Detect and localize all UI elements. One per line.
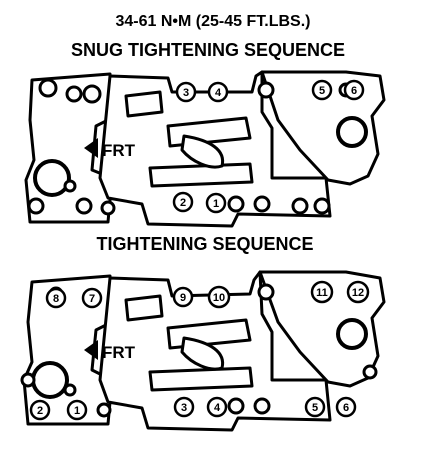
bolt-hole [291,197,309,215]
svg-text:1: 1 [213,198,219,210]
front-arrow-icon [84,340,98,360]
torque-spec-heading: 34-61 N•M (25-45 FT.LBS.) [116,13,311,30]
svg-text:3: 3 [181,402,187,414]
runner-slot [148,162,254,188]
egr-gasket [180,336,225,371]
final-bolt-1: 1 [66,399,88,421]
final-bolt-2: 2 [29,399,51,421]
svg-text:5: 5 [319,85,325,97]
snug-sequence-heading: SNUG TIGHTENING SEQUENCE [71,40,345,60]
coolant-hole [63,383,77,397]
bolt-hole [75,197,93,215]
bolt-hole [27,197,45,215]
bolt-hole [227,397,245,415]
thermostat-port [33,159,71,197]
final-bolt-10: 10 [207,285,231,309]
bolt-hole [313,197,331,215]
bolt-hole [96,402,112,418]
svg-text:4: 4 [214,402,221,414]
svg-text:8: 8 [53,293,59,305]
bolt-hole [100,200,116,216]
egr-gasket [180,134,225,169]
bolt-hole [20,372,36,388]
final-bolt-6: 6 [335,396,357,418]
svg-text:6: 6 [351,85,357,97]
final-bolt-3: 3 [173,396,195,418]
front-arrow-icon [84,138,98,158]
snug-sequence-diagram: FRT 1 2 3 4 5 6 [24,70,386,228]
runner-slot [124,294,164,322]
front-label: FRT [102,343,136,362]
snug-bolt-3: 3 [175,81,197,103]
runner-slot [148,366,254,392]
svg-text:2: 2 [37,405,43,417]
final-bolt-5: 5 [304,396,326,418]
svg-text:3: 3 [183,87,189,99]
svg-text:11: 11 [316,287,328,299]
final-bolt-9: 9 [172,286,194,308]
bolt-hole [253,397,271,415]
final-bolt-4: 4 [206,396,228,418]
bolt-hole [257,81,275,99]
manifold-port [336,318,368,350]
bolt-hole [257,283,275,301]
coolant-hole [63,179,77,193]
bolt-hole [227,195,245,213]
thermostat-port [31,361,69,399]
final-sequence-heading: TIGHTENING SEQUENCE [96,234,313,254]
svg-text:5: 5 [312,402,318,414]
svg-text:6: 6 [343,402,349,414]
final-bolt-12: 12 [346,280,370,304]
front-label: FRT [102,141,136,160]
bolt-hole [82,84,102,104]
snug-bolt-6: 6 [343,79,365,101]
snug-bolt-5: 5 [311,79,333,101]
snug-bolt-2: 2 [172,191,194,213]
svg-text:10: 10 [213,292,225,304]
svg-text:7: 7 [89,293,95,305]
svg-text:4: 4 [215,87,222,99]
bolt-hole [362,364,378,380]
final-sequence-diagram: FRT 1 2 3 4 5 6 7 8 [20,270,386,432]
bolt-hole [65,85,83,103]
svg-text:1: 1 [74,405,80,417]
svg-text:12: 12 [352,287,364,299]
bolt-hole [253,195,271,213]
svg-text:9: 9 [180,292,186,304]
bolt-hole [38,78,58,98]
final-bolt-8: 8 [45,287,67,309]
snug-bolt-4: 4 [207,81,229,103]
final-bolt-7: 7 [81,287,103,309]
svg-text:2: 2 [180,197,186,209]
final-bolt-11: 11 [310,280,334,304]
runner-slot [124,90,164,118]
manifold-port [336,116,368,148]
snug-bolt-1: 1 [205,192,227,214]
